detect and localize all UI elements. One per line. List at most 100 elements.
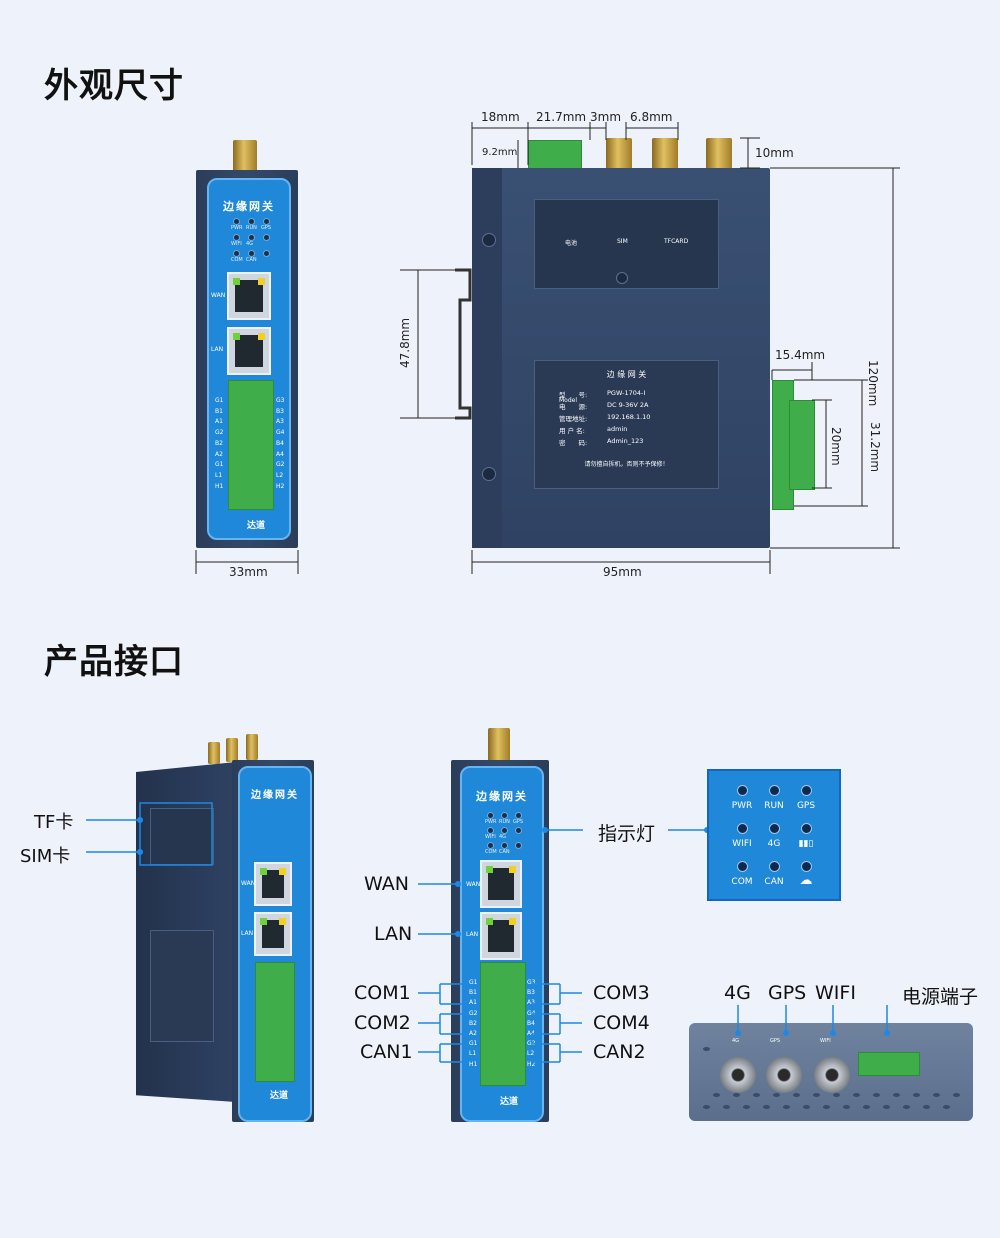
callout-sim: SIM卡 [20,846,71,867]
indicator-led-label: WIFI [485,834,496,840]
indicator-led [515,842,522,849]
vent-hole [783,1105,790,1109]
side-terminal-plug [789,400,815,490]
indicator-led [248,250,255,257]
antenna-connector [706,138,732,170]
label-key: 管理地址: [559,415,588,423]
power-terminal [858,1052,920,1076]
vent-hole [853,1093,860,1097]
indicator-led-label: COM [231,257,243,263]
indicator-led-label: RUN [246,225,257,231]
dim-term-154: 15.4mm [775,348,826,362]
lan-port [480,912,522,960]
callout-gps: GPS [768,982,807,1004]
indicator-led [263,234,270,241]
dimensions-title: 外观尺寸 [44,66,184,106]
dim-side-width: 95mm [603,565,642,579]
label-title: 边 缘 网 关 [606,370,647,379]
indicator-label: COM [731,877,753,887]
terminal-block [480,962,526,1086]
indicator-led-label: PWR [231,225,243,231]
vent-hole [953,1093,960,1097]
lan-port [254,912,292,956]
lan-label: LAN [241,930,254,937]
vent-hole [933,1093,940,1097]
indicator-led [263,218,270,225]
callout-power: 电源端子 [902,986,979,1008]
wan-label: WAN [466,881,481,888]
indicator-label: RUN [764,801,784,811]
terminal-label-left: H1 [215,482,224,490]
label-key: 密 码: [559,439,588,447]
terminal-label-right: G2 [527,1040,536,1048]
callout-lan: LAN [374,923,413,945]
indicator-label: CAN [764,877,784,887]
vent-hole [813,1093,820,1097]
terminal-label-right: G4 [276,429,285,437]
label-key: 用 户 名: [559,427,585,435]
indicator-led-label: 4G [246,241,254,247]
label-value: PGW-1704-I [607,389,646,397]
callout-can1: CAN1 [360,1041,413,1063]
vent-hole [903,1105,910,1109]
indicator-led-label: GPS [261,225,272,231]
vent-hole [753,1093,760,1097]
dim-front-width: 33mm [229,565,268,579]
label-key: 电 源: [559,403,588,411]
panel-title: 边缘网关 [223,200,275,213]
terminal-label-right: A4 [276,450,284,458]
label-value: 192.168.1.10 [607,413,651,421]
side-edge [472,168,502,548]
indicator-led-label: GPS [513,819,524,825]
vent-hole [893,1093,900,1097]
dim-top-10: 10mm [755,146,794,160]
indicator-led [233,250,240,257]
logo-text: 达道 [247,521,266,531]
perspective-label [150,930,214,1042]
indicator-led [501,827,508,834]
indicator-led [233,218,240,225]
indicator-led [248,218,255,225]
vent-hole [823,1105,830,1109]
indicator-led [769,823,780,834]
indicator-led [248,234,255,241]
label-value: DC 9-36V 2A [607,401,649,409]
indicator-led [487,827,494,834]
terminal-label-right: B4 [527,1019,535,1027]
indicator-led [501,842,508,849]
indicator-led [515,812,522,819]
terminal-label-left: B1 [215,407,223,415]
terminal-label-right: B3 [527,989,535,997]
terminal-label-left: H1 [469,1060,478,1068]
label-model-overlay: Model [559,397,578,404]
terminal-block [228,380,274,510]
wan-port [480,860,522,908]
callout-com1: COM1 [354,982,411,1004]
indicator-led [263,250,270,257]
indicator-led-label: RUN [499,819,510,825]
lan-port [227,327,271,375]
interfaces-title: 产品接口 [44,642,184,682]
indicator-led [737,785,748,796]
indicator-label: PWR [731,801,753,811]
terminal-label-left: B2 [469,1019,477,1027]
indicator-led-label: CAN [499,849,510,855]
terminal-label-left: L1 [469,1050,477,1058]
terminal-label-right: A3 [527,999,535,1007]
vent-hole [863,1105,870,1109]
indicator-led-label: PWR [485,819,497,825]
terminal-label-left: G1 [469,979,478,986]
antenna-wifi-connector [814,1057,850,1093]
indicator-led [737,823,748,834]
terminal-label-left: A1 [469,999,477,1007]
indicator-led-label: CAN [246,257,257,263]
indicator-led [515,827,522,834]
callout-com3: COM3 [593,982,650,1004]
callout-wan: WAN [364,873,409,895]
vent-hole [723,1105,730,1109]
antenna-4g-connector [720,1057,756,1093]
terminal-label-right: L2 [276,471,284,479]
vent-hole [703,1047,710,1051]
